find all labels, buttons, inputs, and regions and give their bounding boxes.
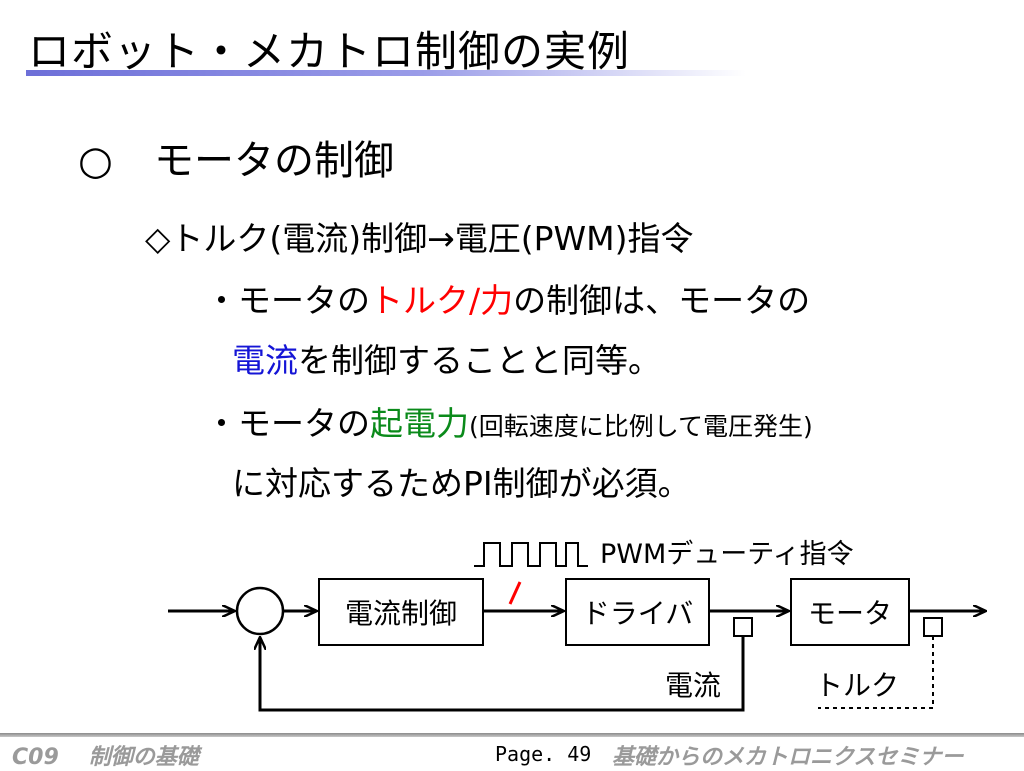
- footer-course: C09 制御の基礎: [12, 739, 199, 771]
- current-sensor: [733, 617, 753, 637]
- summing-junction: [235, 586, 285, 636]
- footer-topic: 制御の基礎: [88, 745, 199, 770]
- pwm-pulse-train: [474, 542, 588, 567]
- bullet2-prefix: ・モータの: [205, 404, 370, 443]
- page-number: Page. 49: [495, 742, 592, 766]
- slide-title: ロボット・メカトロ制御の実例: [28, 27, 631, 76]
- bullet2-note: (回転速度に比例して電圧発生): [469, 412, 813, 441]
- section-heading: ○ モータの制御: [78, 128, 394, 186]
- digital-slash: [508, 581, 522, 605]
- current-label: 電流: [665, 669, 722, 702]
- bullet1-line2: 電流を制御することと同等。: [232, 334, 661, 382]
- bullet1-suffix: の制御は、モータの: [513, 281, 811, 320]
- bullet2-emf-highlight: 起電力: [370, 404, 469, 443]
- bullet1-torque-highlight: トルク/力: [370, 281, 514, 320]
- bullet1-prefix: ・モータの: [205, 281, 370, 320]
- feedback-line: [260, 636, 745, 712]
- title-underline: [26, 70, 746, 76]
- heading-text: モータの制御: [154, 138, 394, 184]
- footer-rule: [0, 733, 1024, 737]
- motor-block: モータ: [790, 578, 910, 646]
- bullet1-line1: ・モータのトルク/力の制御は、モータの: [205, 274, 810, 322]
- driver-block: ドライバ: [565, 578, 710, 646]
- bullet2-line1: ・モータの起電力(回転速度に比例して電圧発生): [205, 397, 813, 445]
- footer-code: C09: [12, 745, 59, 770]
- torque-sensor: [923, 617, 943, 637]
- footer-seminar: 基礎からのメカトロニクスセミナー: [612, 745, 964, 770]
- circle-bullet-icon: ○: [78, 138, 113, 184]
- current-control-block: 電流制御: [318, 578, 484, 646]
- bullet2-line2: に対応するためPI制御が必須。: [232, 464, 691, 503]
- subheading: ◇トルク(電流)制御→電圧(PWM)指令: [145, 219, 694, 258]
- pwm-duty-label: PWMデューティ指令: [600, 539, 854, 570]
- torque-label: トルク: [815, 669, 900, 702]
- torque-dashed-line: [818, 636, 934, 709]
- bullet1-line2-rest: を制御することと同等。: [298, 341, 661, 380]
- bullet1-current-highlight: 電流: [232, 341, 298, 380]
